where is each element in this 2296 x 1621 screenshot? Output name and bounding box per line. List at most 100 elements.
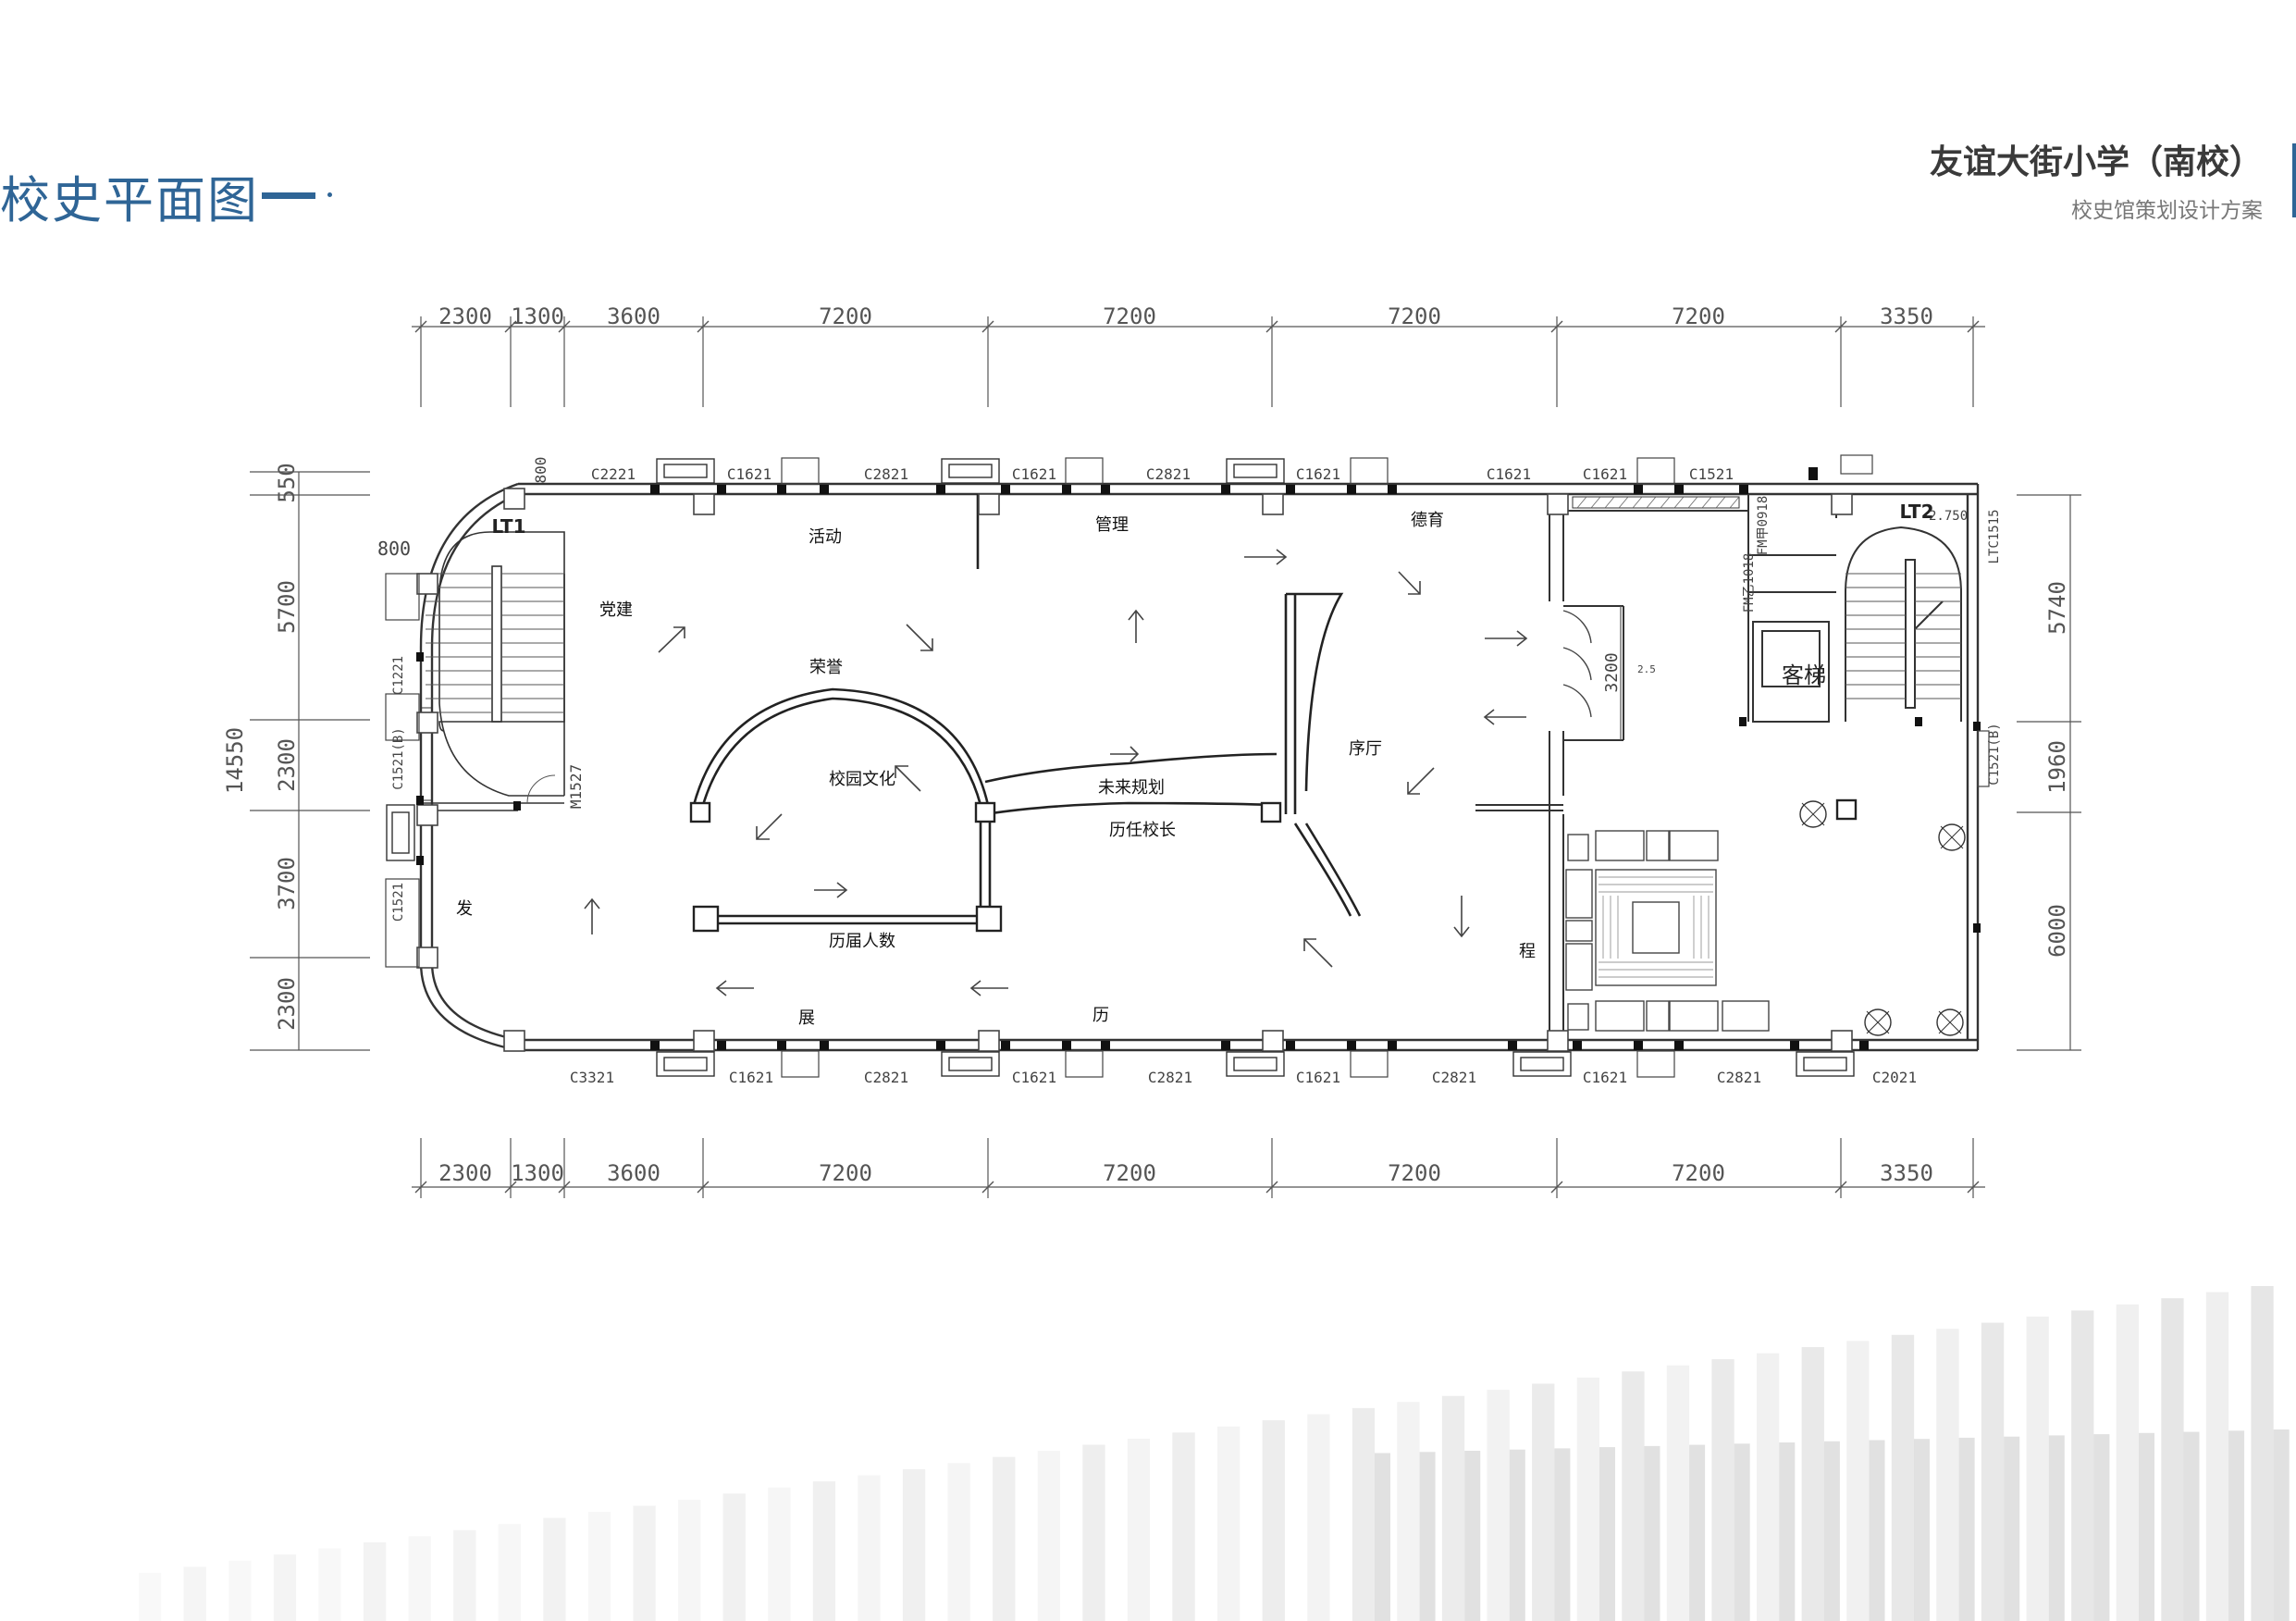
dim-right-3: 6000 <box>2044 904 2070 958</box>
window-label: C2021 <box>1872 1069 1917 1086</box>
window-label: C1621 <box>1583 1069 1627 1086</box>
window-label: C2821 <box>1717 1069 1761 1086</box>
dim-top-8: 3350 <box>1880 303 1933 329</box>
window-label: C2821 <box>864 465 908 483</box>
hatched-wall-left <box>420 707 433 801</box>
zone-fa: 发 <box>456 899 473 919</box>
decorative-bar <box>1464 1451 1481 1621</box>
decorative-bar <box>1509 1449 1525 1621</box>
plant-leaves <box>1801 802 1964 1034</box>
window-label: C1621 <box>1296 1069 1340 1086</box>
dim-800-b: 800 <box>532 457 549 484</box>
window-boxes <box>385 454 1990 1078</box>
decorative-bar <box>2093 1434 2110 1621</box>
decorative-bar <box>1419 1452 1436 1621</box>
lounge-furniture <box>1565 830 1770 1032</box>
decorative-bar <box>993 1456 1016 1621</box>
decorative-bar <box>1554 1448 1571 1621</box>
window-label: C1621 <box>1487 465 1531 483</box>
dim-bottom-5: 7200 <box>1103 1160 1156 1186</box>
decorative-bar <box>363 1542 387 1621</box>
stair-lt1-treads <box>426 573 564 713</box>
window-label: C2221 <box>591 465 636 483</box>
dim-top-3: 3600 <box>607 303 660 329</box>
window-label-c1221: C1221 <box>391 656 406 695</box>
decorative-bar <box>1082 1444 1105 1621</box>
decorative-bar <box>1576 1377 1599 1621</box>
decorative-bar <box>1666 1365 1690 1621</box>
document-subtitle: 校史馆策划设计方案 <box>2071 199 2263 223</box>
dim-3200: 3200 <box>1602 652 1622 692</box>
decorative-bar <box>2161 1298 2184 1621</box>
hatched-wall <box>1572 496 1740 509</box>
decorative-bar <box>858 1475 881 1621</box>
zone-alumni-count: 历届人数 <box>829 932 895 951</box>
window-label: C1621 <box>1012 465 1056 483</box>
decorative-bar <box>1441 1395 1465 1621</box>
dim-top-4: 7200 <box>819 303 872 329</box>
door-label-m1527: M1527 <box>567 764 585 809</box>
window-label: C1621 <box>727 465 772 483</box>
zone-campus-culture: 校园文化 <box>829 770 895 789</box>
dim-bottom-3: 3600 <box>607 1160 660 1186</box>
window-label: C3321 <box>570 1069 614 1086</box>
zone-elevator: 客梯 <box>1782 662 1826 688</box>
zone-li: 历 <box>1092 1006 1109 1025</box>
fire-door-b: FM乙1018 <box>1742 553 1757 613</box>
decorative-bar <box>587 1512 611 1621</box>
decorative-bar <box>408 1536 431 1621</box>
decorative-bar <box>1958 1437 1975 1621</box>
dim-bottom-7: 7200 <box>1672 1160 1725 1186</box>
lt2-note: 2.750 <box>1929 509 1968 524</box>
note-25: 2.5 <box>1637 663 1656 675</box>
fire-door-a: FM甲0918 <box>1756 496 1771 556</box>
window-label: C2821 <box>864 1069 908 1086</box>
decorative-bar <box>1914 1439 1930 1621</box>
decorative-bar <box>902 1468 926 1621</box>
school-name: 友谊大街小学（南校） <box>1929 142 2263 181</box>
dim-top-7: 7200 <box>1672 303 1725 329</box>
decorative-bar <box>498 1524 521 1621</box>
wall-columns <box>416 488 1853 1052</box>
decorative-bar <box>1127 1438 1151 1621</box>
decorative-bar <box>543 1517 566 1621</box>
decorative-bar <box>1262 1420 1285 1621</box>
decorative-bar <box>453 1529 476 1621</box>
plants <box>1799 800 1966 1036</box>
decorative-bar <box>1172 1432 1195 1621</box>
ac-units <box>386 458 1855 1077</box>
zone-party: 党建 <box>599 600 633 620</box>
decorative-bar <box>1757 1353 1780 1621</box>
decorative-bar <box>1532 1383 1555 1621</box>
exhibition-walls <box>692 494 1362 925</box>
zone-cheng: 程 <box>1519 942 1536 961</box>
title-dot-decoration <box>327 192 332 197</box>
dim-left-5: 2300 <box>274 977 300 1031</box>
dim-800-a: 800 <box>377 538 411 560</box>
window-label-c1521: C1521 <box>391 883 406 922</box>
window-label-ltc: LTC1515 <box>1987 509 2002 563</box>
decorative-bar <box>1644 1445 1660 1621</box>
decorative-bar <box>1801 1347 1824 1621</box>
decorative-bar <box>2251 1286 2274 1621</box>
decorative-bar <box>139 1573 162 1621</box>
decorative-bar <box>2004 1436 2020 1621</box>
page-title: 校史平面图 <box>0 171 259 229</box>
decorative-bar <box>1869 1440 1885 1621</box>
stair-label-lt2: LT2 <box>1900 501 1934 523</box>
edge-accent-bar <box>2292 143 2296 217</box>
decorative-bar <box>228 1560 252 1621</box>
dim-right-2: 1960 <box>2044 740 2070 794</box>
dim-top-5: 7200 <box>1103 303 1156 329</box>
window-label-c1521-left: C1521(B) <box>391 727 406 789</box>
dim-left-4: 3700 <box>274 857 300 910</box>
window-label-right: C1521(B) <box>1987 723 2002 785</box>
decorative-bar <box>633 1505 656 1621</box>
right-partitions <box>1475 494 1962 1040</box>
zone-lobby: 序厅 <box>1349 739 1382 759</box>
dim-bottom-8: 3350 <box>1880 1160 1933 1186</box>
decorative-bar <box>947 1463 970 1621</box>
dimension-ticks <box>414 320 1980 1194</box>
dim-right-1: 5740 <box>2044 581 2070 635</box>
